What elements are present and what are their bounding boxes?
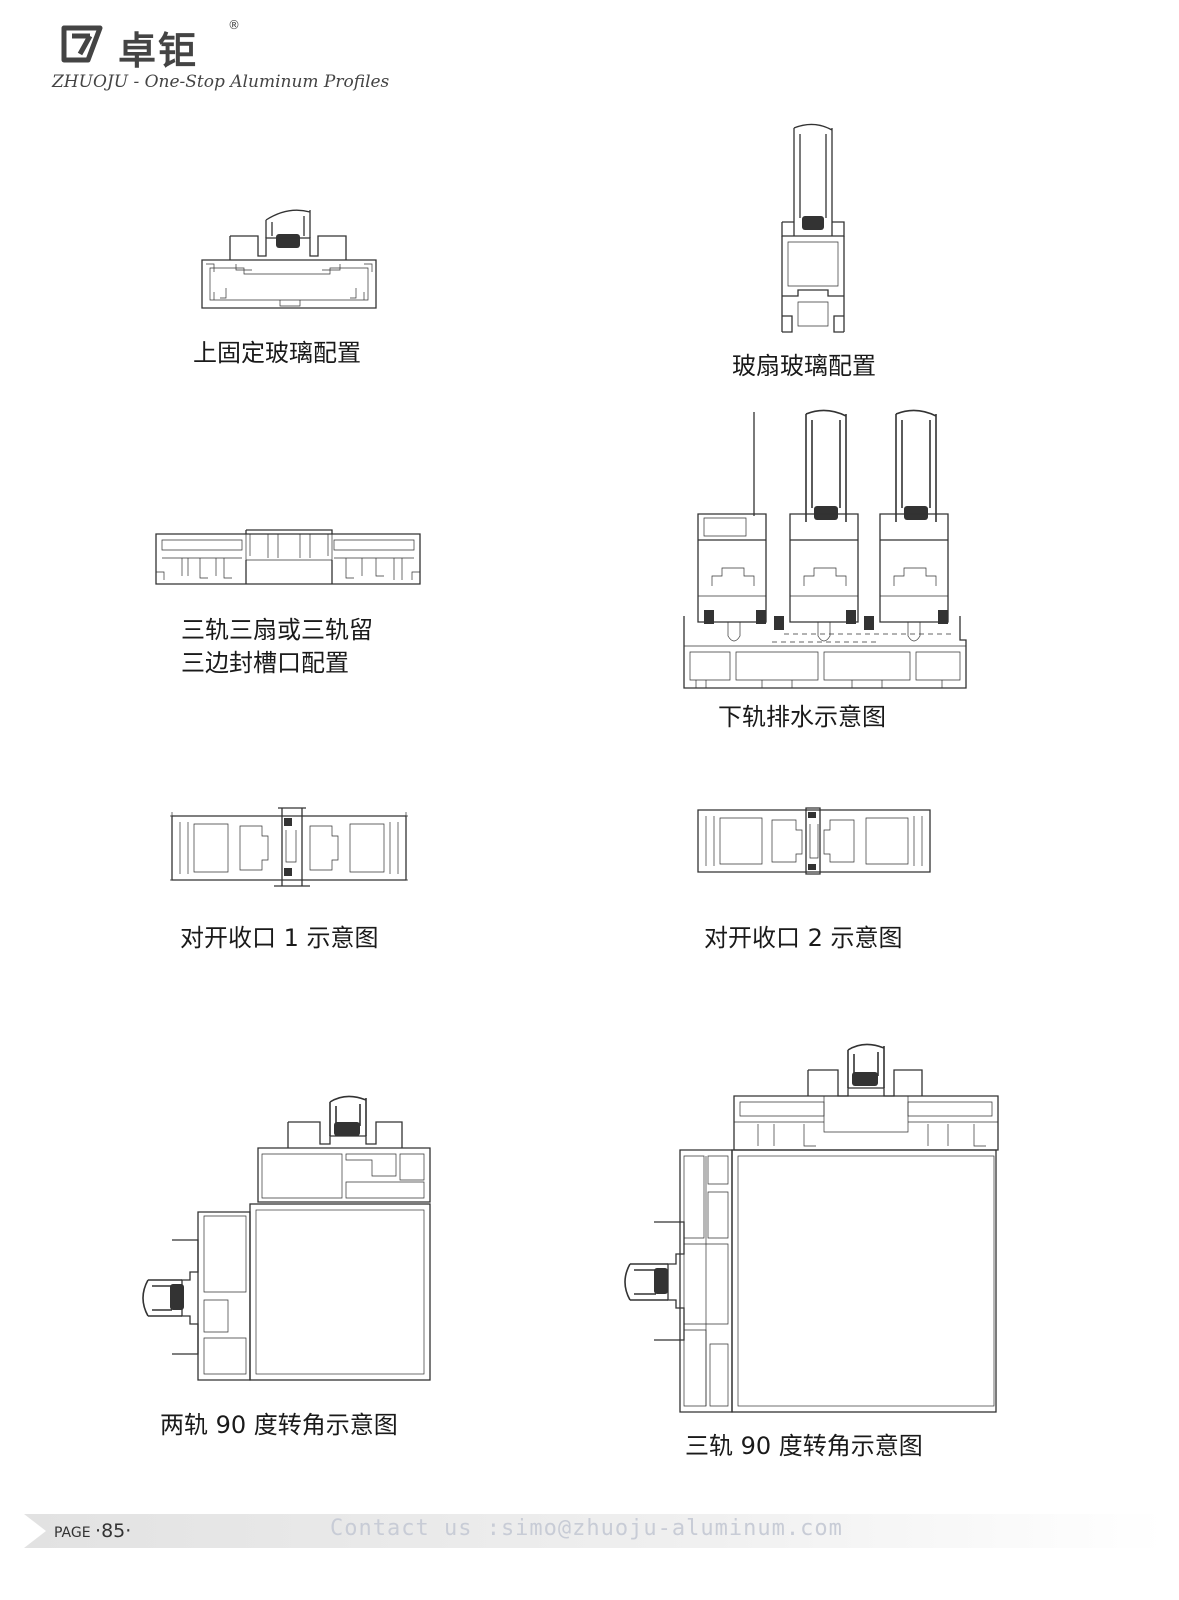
- caption-double-open-2: 对开收口 2 示意图: [704, 924, 903, 952]
- footer-arrow-icon: [24, 1514, 46, 1548]
- caption-top-fixed-glass: 上固定玻璃配置: [193, 339, 361, 367]
- bottom-track-drainage-drawing: [683, 409, 967, 689]
- caption-double-open-1: 对开收口 1 示意图: [180, 924, 379, 952]
- double-open-2-drawing: [697, 807, 931, 875]
- footer-band: [24, 1514, 1164, 1548]
- three-track-corner-drawing: [624, 1043, 999, 1413]
- caption-three-track-line2: 三边封槽口配置: [181, 649, 349, 677]
- page-number: PAGE ·85·: [54, 1520, 131, 1542]
- caption-three-track-corner: 三轨 90 度转角示意图: [685, 1432, 923, 1460]
- brand-name-cn: 卓钜: [118, 29, 199, 73]
- brand-mark-icon: [61, 25, 103, 63]
- page-number-value: ·85·: [95, 1520, 132, 1542]
- sash-glass-drawing: [781, 123, 845, 333]
- caption-bottom-track-drainage: 下轨排水示意图: [718, 703, 886, 731]
- caption-three-track: 三轨三扇或三轨留 三边封槽口配置: [181, 614, 373, 680]
- page-prefix: PAGE: [54, 1525, 91, 1541]
- brand-logo: 卓钜 ® ZHUOJU - One-Stop Aluminum Profiles: [52, 18, 400, 98]
- double-open-1-drawing: [170, 807, 408, 887]
- caption-sash-glass: 玻扇玻璃配置: [732, 352, 876, 380]
- brand-tagline: ZHUOJU - One-Stop Aluminum Profiles: [52, 72, 390, 92]
- caption-three-track-line1: 三轨三扇或三轨留: [181, 616, 373, 644]
- three-track-drawing: [155, 529, 421, 585]
- contact-email: Contact us :simo@zhuoju-aluminum.com: [330, 1516, 843, 1541]
- caption-two-track-corner: 两轨 90 度转角示意图: [160, 1411, 398, 1439]
- registered-mark: ®: [228, 18, 240, 32]
- top-fixed-glass-drawing: [201, 209, 377, 309]
- two-track-corner-drawing: [142, 1095, 431, 1381]
